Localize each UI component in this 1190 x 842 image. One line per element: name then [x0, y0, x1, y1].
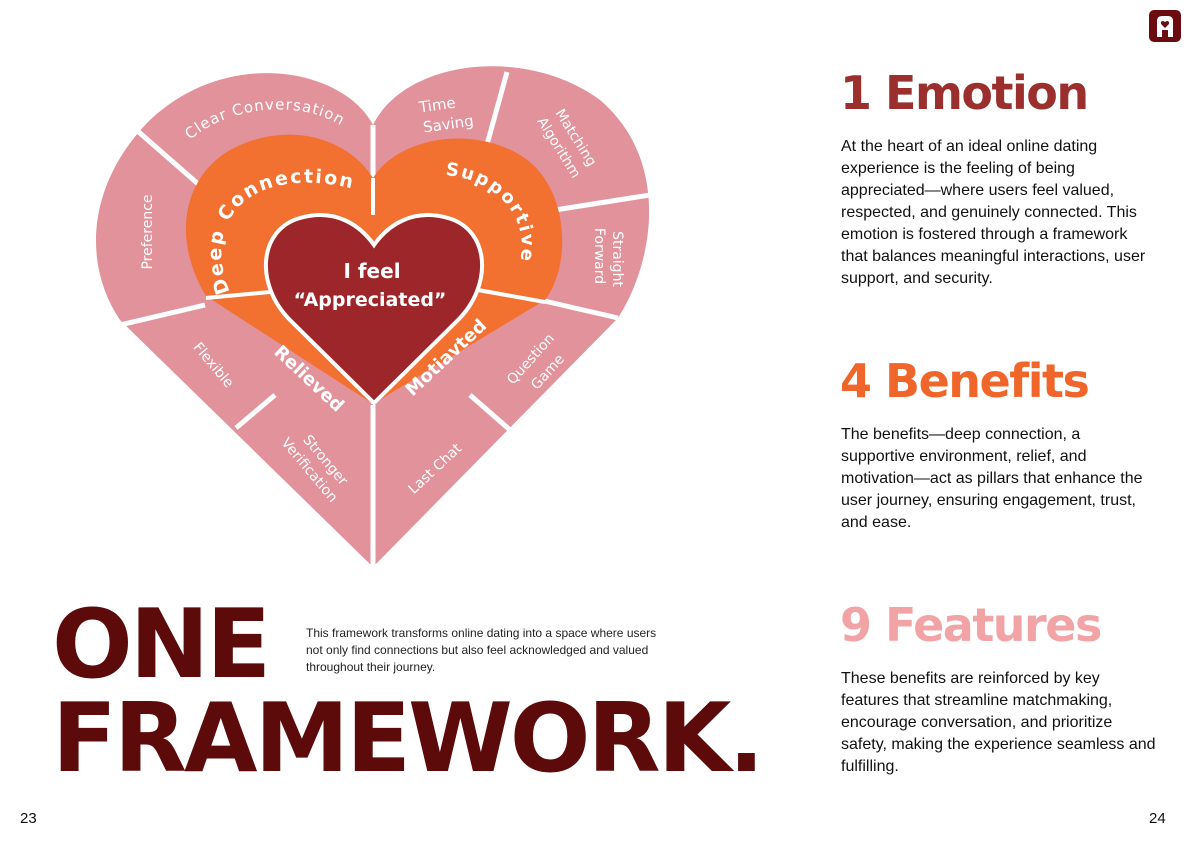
- feature-straight-line2: Forward: [591, 228, 607, 284]
- benefits-heading: 4 Benefits: [840, 354, 1090, 408]
- emotion-text: At the heart of an ideal online dating e…: [841, 138, 1146, 287]
- features-text: These benefits are reinforced by key fea…: [841, 670, 1156, 775]
- intro-text: This framework transforms online dating …: [306, 626, 657, 674]
- benefit-separators: [205, 178, 546, 404]
- core-label-line2: “Appreciated”: [294, 289, 447, 311]
- feature-time-saving-line1: Time: [417, 94, 457, 117]
- core-heart: [263, 213, 485, 406]
- feature-separators: [119, 71, 651, 567]
- page-number-left: 23: [20, 810, 37, 827]
- benefits-text: The benefits—deep connection, a supporti…: [841, 426, 1143, 531]
- features-heading: 9 Features: [840, 598, 1102, 652]
- title-framework: FRAMEWORK.: [52, 684, 764, 794]
- core-label-line1: I feel: [343, 259, 400, 283]
- feature-straight-line1: Straight: [609, 231, 625, 287]
- heart-door-logo-icon: [1149, 10, 1181, 42]
- page-number-right: 24: [1149, 810, 1166, 827]
- framework-heart-diagram: I feel “Appreciated” Deep Connection Sup…: [96, 66, 651, 567]
- emotion-heading: 1 Emotion: [840, 66, 1089, 120]
- feature-preference: Preference: [140, 194, 156, 269]
- title-one: ONE: [52, 590, 271, 700]
